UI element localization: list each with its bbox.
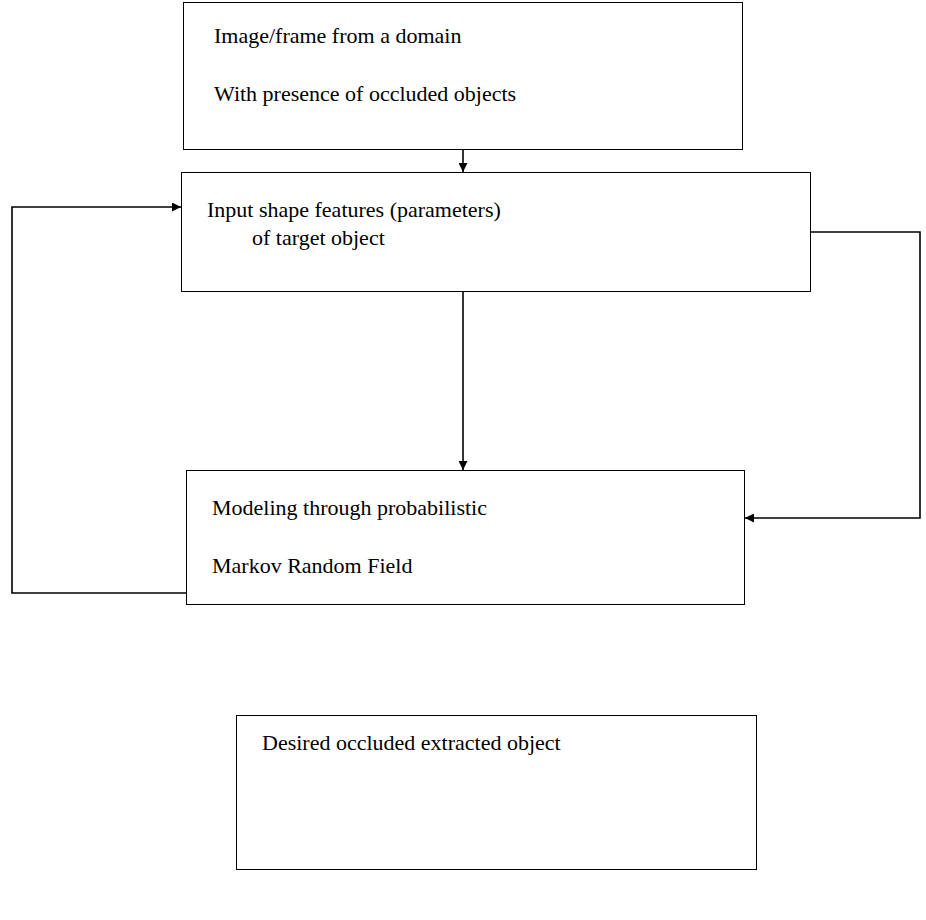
box-text: Image/frame from a domain [214,3,742,49]
process-box: Modeling through probabilisticMarkov Ran… [186,470,745,605]
box-text: of target object [252,223,810,251]
flow-arrow [12,207,186,593]
flow-arrow [462,292,464,470]
box-text: With presence of occluded objects [214,49,742,107]
process-box: Image/frame from a domainWith presence o… [183,2,743,150]
box-text: Desired occluded extracted object [262,716,756,756]
process-box: Desired occluded extracted object [236,715,757,870]
box-text: Markov Random Field [212,521,744,579]
box-text: Input shape features (parameters) [207,173,810,223]
flow-arrow [462,150,464,172]
process-box: Input shape features (parameters)of targ… [181,172,811,292]
box-text: Modeling through probabilistic [212,471,744,521]
